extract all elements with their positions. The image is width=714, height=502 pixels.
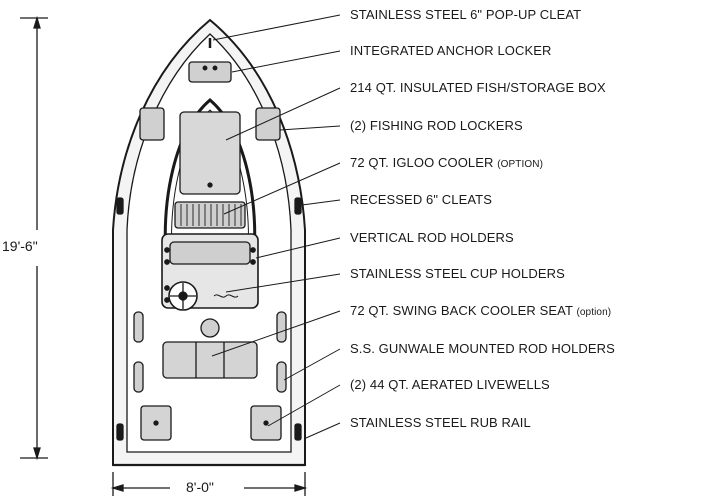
seat-pedestal bbox=[200, 318, 220, 338]
callout-pop-up-cleat: STAINLESS STEEL 6" POP-UP CLEAT bbox=[350, 7, 582, 22]
length-dimension-line bbox=[20, 15, 48, 461]
igloo-cooler bbox=[174, 201, 246, 229]
callout-vertical-rod-holders: VERTICAL ROD HOLDERS bbox=[350, 230, 514, 245]
rod-locker-left bbox=[139, 107, 165, 141]
callout-igloo-cooler: 72 QT. IGLOO COOLER (OPTION) bbox=[350, 155, 544, 170]
callout-anchor-locker: INTEGRATED ANCHOR LOCKER bbox=[350, 43, 552, 58]
gunwale-rod-holder-left bbox=[133, 311, 144, 343]
anchor-locker bbox=[188, 61, 232, 83]
leader-lines bbox=[211, 14, 341, 439]
callout-livewells: (2) 44 QT. AERATED LIVEWELLS bbox=[350, 377, 550, 392]
callout-gunwale-rod-holders: S.S. GUNWALE MOUNTED ROD HOLDERS bbox=[350, 341, 615, 356]
rod-locker-right bbox=[255, 107, 281, 141]
swing-back-cooler-seat bbox=[162, 341, 258, 379]
recessed-cleat-left bbox=[116, 197, 124, 215]
callout-cup-holders: STAINLESS STEEL CUP HOLDERS bbox=[350, 266, 565, 281]
callout-cooler-seat: 72 QT. SWING BACK COOLER SEAT (option) bbox=[350, 303, 612, 318]
recessed-cleat-right bbox=[294, 197, 302, 215]
cockpit-coaming bbox=[163, 98, 257, 271]
callout-recessed-cleats: RECESSED 6" CLEATS bbox=[350, 192, 492, 207]
length-dimension-label: 19'-6" bbox=[2, 238, 38, 254]
beam-dimension-line bbox=[110, 472, 308, 496]
fish-storage-box bbox=[179, 111, 241, 195]
gunwale-rod-holder-right bbox=[276, 311, 287, 343]
callout-fish-storage-box: 214 QT. INSULATED FISH/STORAGE BOX bbox=[350, 80, 606, 95]
vertical-rod-holder bbox=[164, 247, 170, 253]
beam-dimension-label: 8'-0" bbox=[186, 479, 214, 495]
callout-rub-rail: STAINLESS STEEL RUB RAIL bbox=[350, 415, 531, 430]
cup-holder bbox=[164, 285, 170, 291]
callout-rod-lockers: (2) FISHING ROD LOCKERS bbox=[350, 118, 523, 133]
